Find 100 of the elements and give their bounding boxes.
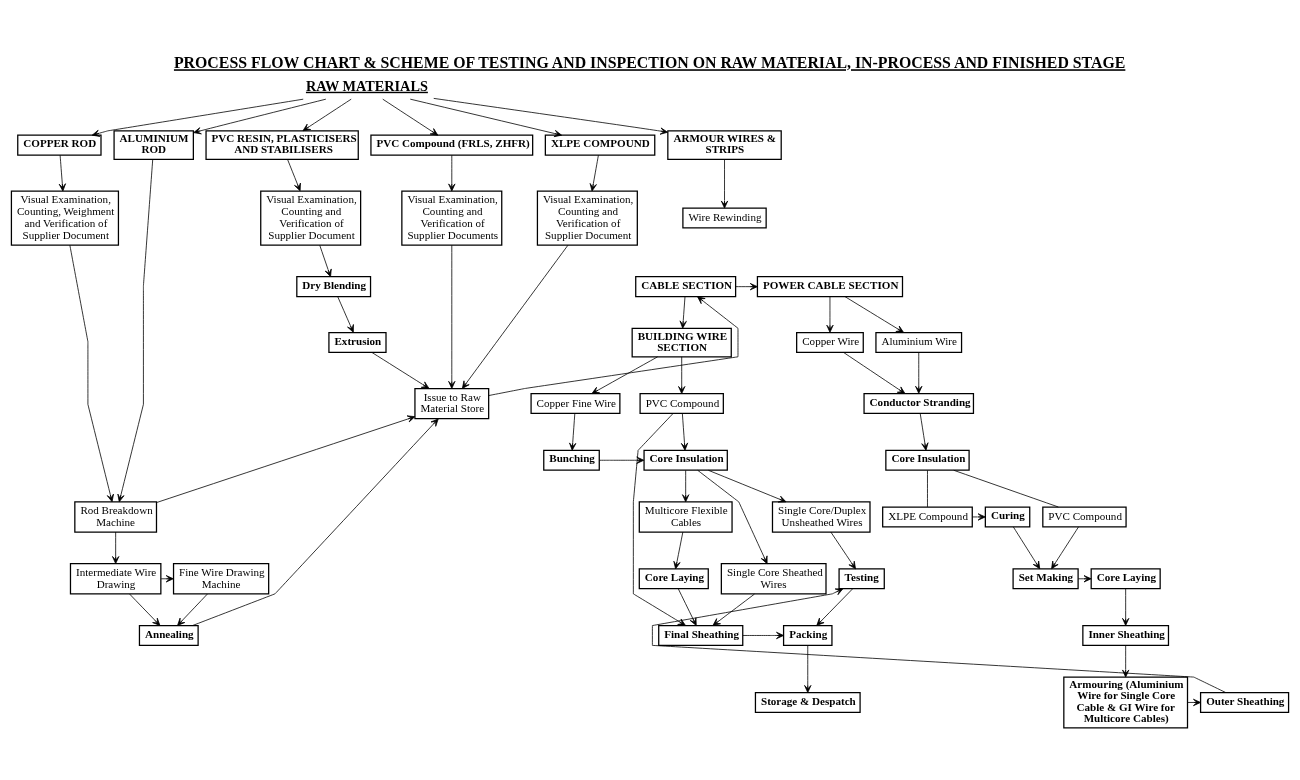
arrow — [830, 531, 856, 569]
arrow — [461, 244, 569, 389]
node-box: Issue to Raw Material Store — [414, 387, 490, 419]
node-box: ALUMINIUM ROD — [113, 129, 194, 160]
arrow — [382, 98, 439, 136]
arrow — [632, 412, 686, 626]
node-box: PVC Compound — [1042, 505, 1127, 527]
node-box: Aluminium Wire — [875, 331, 963, 353]
node-box: Single Core Sheathed Wires — [720, 562, 827, 594]
arrow — [1122, 644, 1130, 677]
node-box: XLPE Compound — [882, 505, 973, 527]
node-box: PVC RESIN, PLASTICISERS AND STABILISERS — [205, 129, 359, 160]
node-box: Annealing — [138, 624, 199, 646]
arrow — [1077, 574, 1092, 582]
arrow — [915, 351, 923, 394]
node-box: Outer Sheathing — [1199, 691, 1290, 713]
arrow — [160, 574, 174, 582]
arrow — [804, 644, 812, 693]
node-box: Extrusion — [328, 331, 387, 353]
arrow — [682, 469, 690, 502]
node-box: POWER CABLE SECTION — [756, 275, 904, 297]
node-box: Inner Sheathing — [1082, 624, 1170, 646]
arrow — [177, 593, 208, 626]
node-box: Visual Examination, Counting and Verification of Supplier Documents — [401, 190, 503, 246]
node-box: Bunching — [543, 449, 600, 471]
node-box: Single Core/Duplex Unsheathed Wires — [771, 500, 871, 533]
arrow — [569, 412, 577, 451]
arrow — [673, 531, 684, 569]
node-box: Core Laying — [638, 567, 709, 589]
arrow — [488, 295, 739, 396]
node-box: Packing — [782, 624, 833, 646]
node-box: Curing — [984, 505, 1031, 527]
arrow — [712, 593, 755, 626]
node-box: Storage & Despatch — [754, 691, 861, 713]
node-box: Multicore Flexible Cables — [638, 500, 733, 533]
node-box: CABLE SECTION — [635, 275, 737, 297]
arrow — [680, 412, 689, 451]
arrow — [58, 154, 66, 191]
arrow — [1187, 698, 1201, 706]
node-box: Visual Examination, Counting, Weighment and Verification of Supplier Document — [10, 190, 120, 246]
arrow — [826, 295, 834, 333]
node-box: PVC Compound (FRLS, ZHFR) — [370, 134, 534, 156]
node-box: Rod Breakdown Machine — [74, 500, 158, 533]
arrow — [591, 355, 658, 394]
arrow — [371, 351, 430, 389]
node-box: Visual Examination, Counting and Verification of Supplier Document — [260, 190, 362, 246]
arrow — [972, 512, 986, 521]
diagram-title: PROCESS FLOW CHART & SCHEME OF TESTING AND INSPECTION ON RAW MATERIAL, IN-PROCESS AND FINISHED STAGE — [173, 53, 1126, 71]
arrow — [1122, 588, 1130, 626]
node-box: Wire Rewinding — [682, 207, 767, 229]
node-box: PVC Compound — [639, 392, 724, 414]
arrow — [287, 158, 301, 191]
node-box: Fine Wire Drawing Machine — [172, 562, 270, 594]
node-box: Armouring (Aluminium Wire for Single Core Cable & GI Wire for Multicore Cables) — [1063, 675, 1189, 728]
arrow — [697, 469, 768, 564]
node-text: RAW MATERIALS — [305, 77, 428, 94]
node-box: Dry Blending — [296, 275, 372, 297]
node-box: Final Sheathing — [658, 624, 744, 646]
connector — [927, 469, 928, 507]
arrow — [433, 97, 669, 135]
arrow — [448, 154, 456, 191]
arrow — [589, 154, 599, 191]
node-box: Core Laying — [1090, 567, 1161, 589]
arrow — [599, 456, 645, 464]
arrow — [91, 98, 304, 137]
node-box: Visual Examination, Counting and Verification of Supplier Document — [536, 190, 638, 246]
arrow — [678, 355, 686, 394]
node-box: Intermediate Wire Drawing — [69, 562, 162, 594]
arrow — [319, 244, 332, 277]
arrow — [652, 587, 1227, 693]
arrow — [816, 588, 853, 626]
node-box: Copper Wire — [796, 331, 864, 353]
node-box: BUILDING WIRE SECTION — [631, 327, 732, 357]
arrow — [707, 469, 787, 502]
arrow — [448, 244, 456, 389]
arrow — [337, 295, 354, 333]
arrow — [735, 282, 758, 290]
arrow — [742, 631, 784, 639]
node-box: Testing — [838, 567, 885, 589]
arrow — [193, 98, 327, 134]
arrow — [117, 158, 154, 502]
arrow — [1051, 526, 1079, 569]
arrow — [720, 158, 729, 208]
node-box: Copper Fine Wire — [530, 392, 621, 414]
arrow — [844, 295, 904, 333]
node-box: Core Insulation — [643, 449, 728, 471]
arrow — [919, 412, 929, 451]
node-box: Set Making — [1012, 567, 1079, 589]
node-box: Core Insulation — [885, 449, 970, 471]
connector — [953, 469, 1059, 507]
arrow — [843, 351, 906, 394]
node-box: COPPER ROD — [17, 134, 102, 156]
node-box: Conductor Stranding — [863, 392, 975, 414]
arrow — [409, 98, 563, 137]
arrow — [679, 295, 687, 329]
arrow — [192, 418, 439, 626]
arrow — [112, 531, 120, 564]
arrow — [677, 588, 697, 626]
arrow — [156, 414, 416, 503]
arrow — [302, 98, 352, 131]
